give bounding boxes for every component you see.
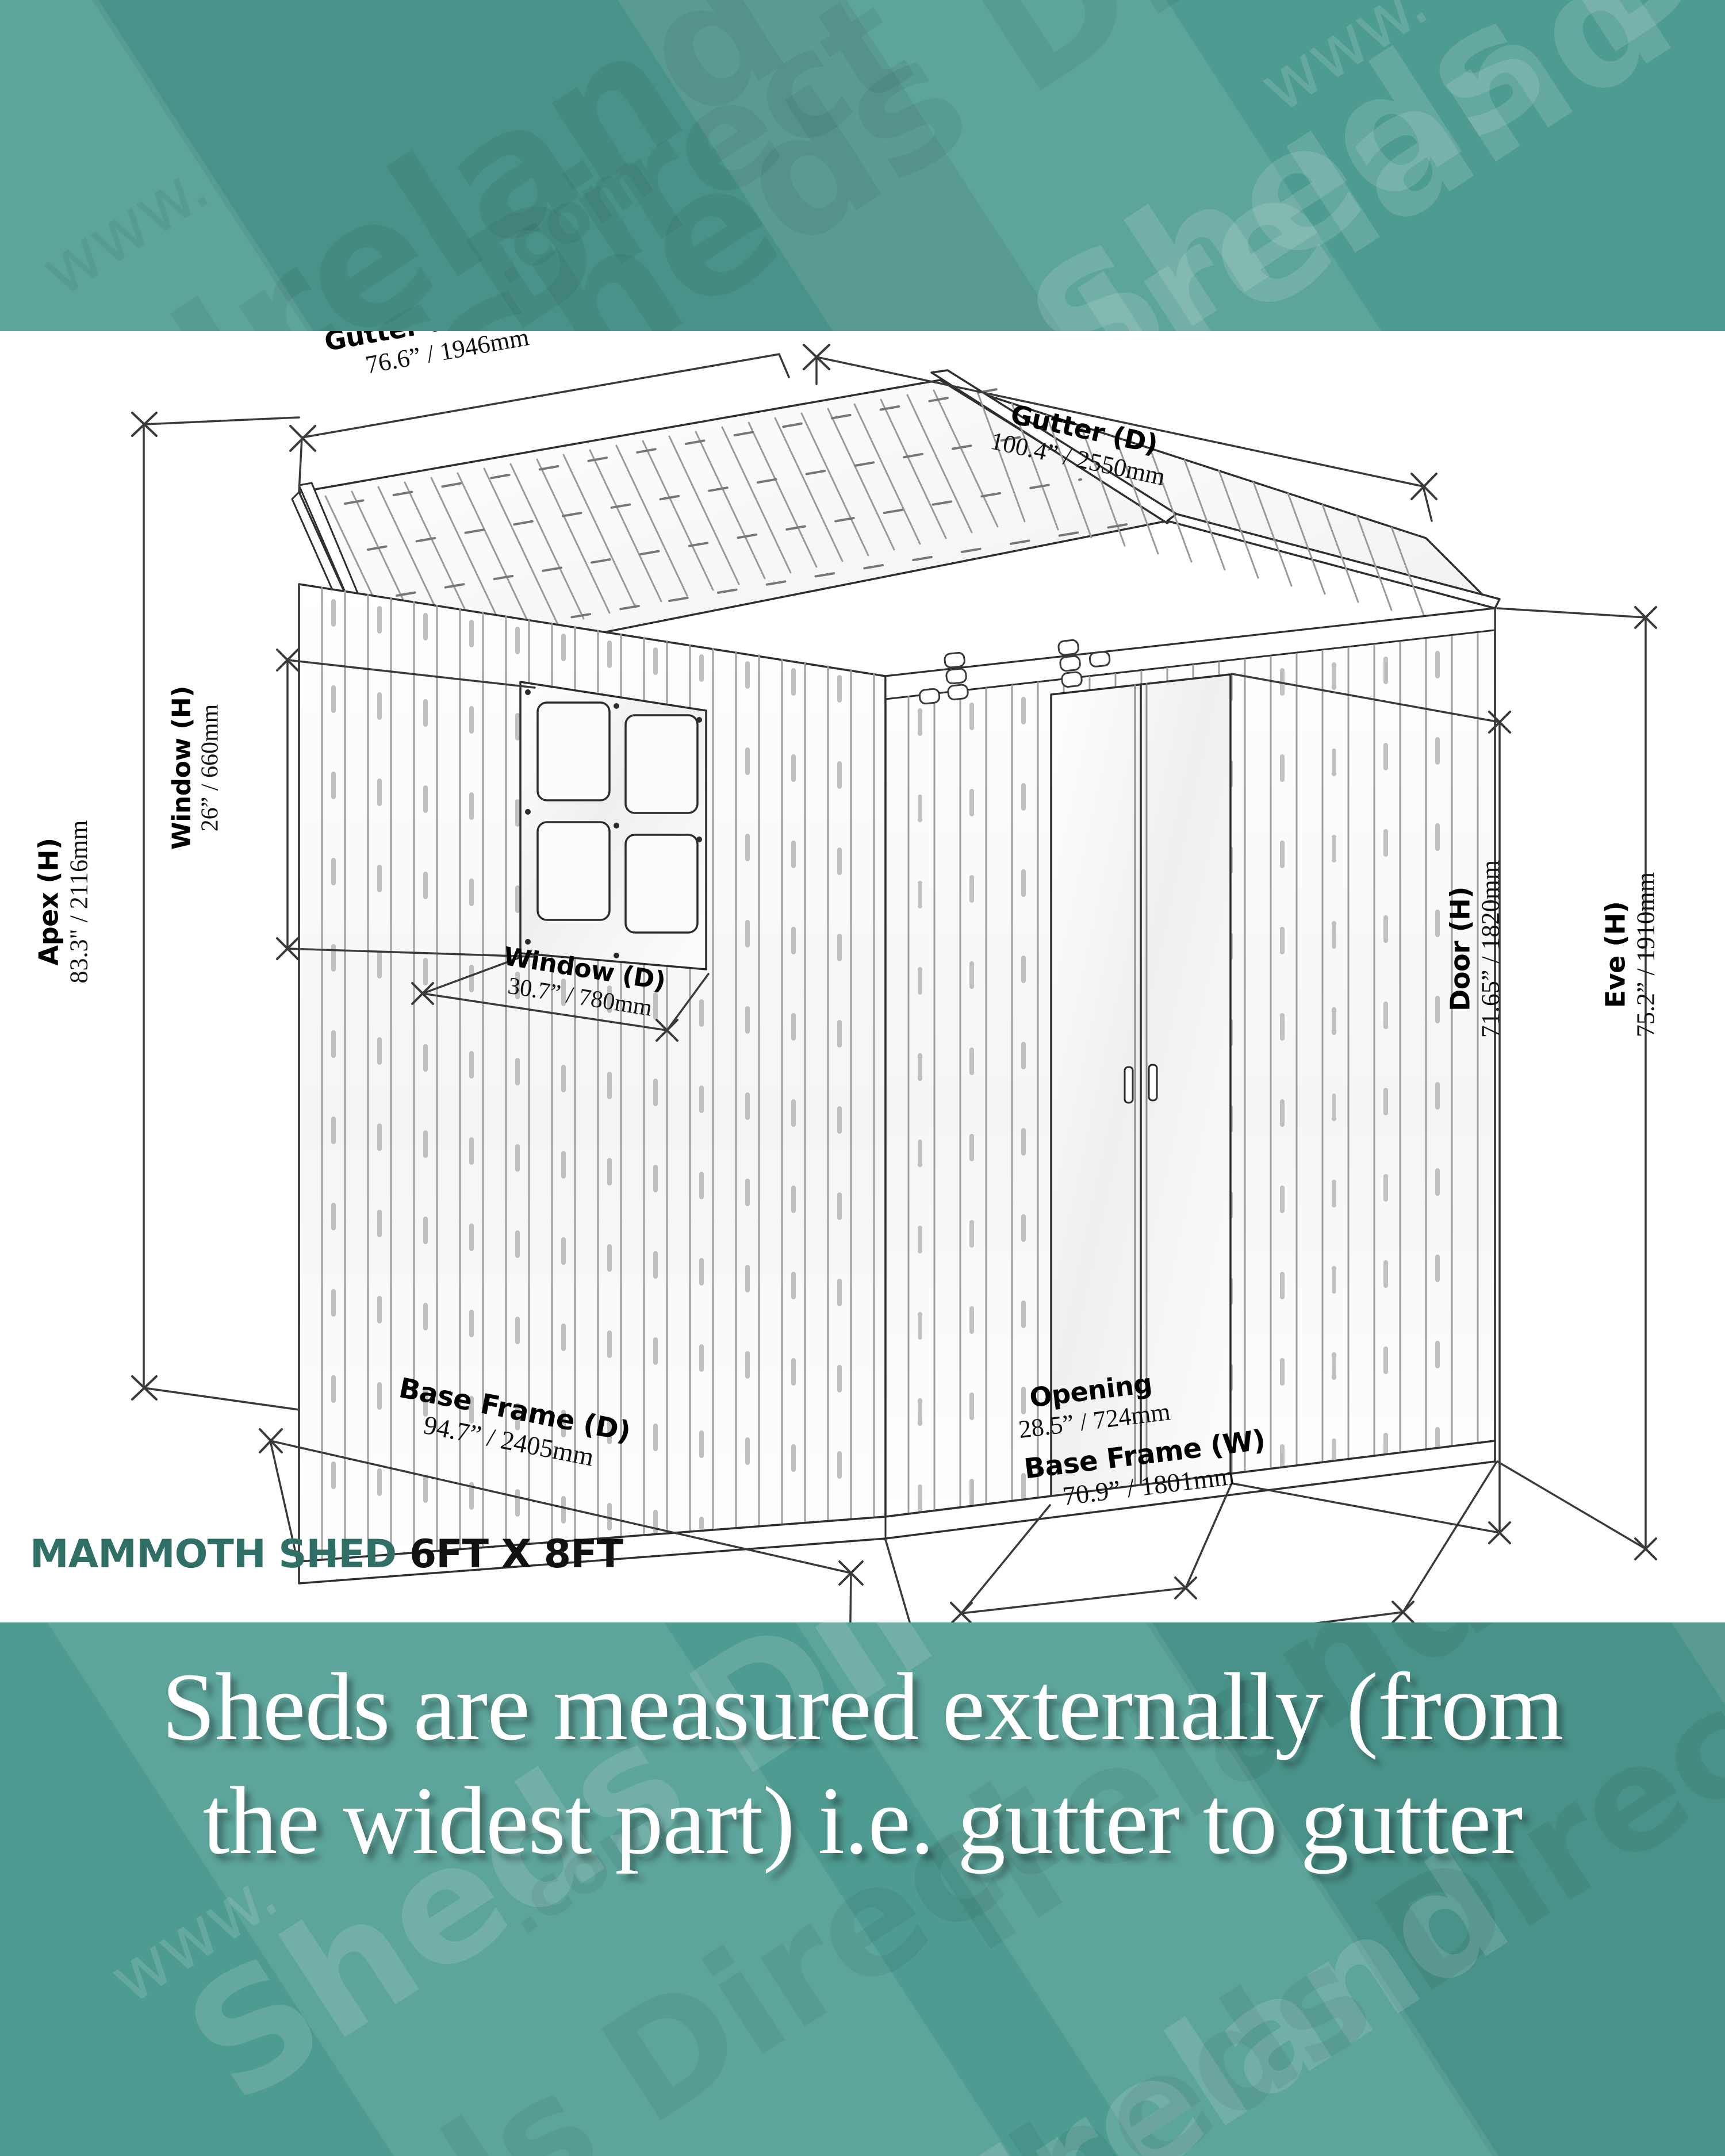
- dimension-eve-height: Eve (H) 75.2” / 1910mm: [1600, 759, 1661, 1150]
- product-brand-label: MAMMOTH SHED: [30, 1532, 409, 1577]
- product-size-label: 6FT X 8FT: [409, 1532, 623, 1577]
- shed-technical-drawing: [131, 344, 1657, 1622]
- dimension-apex-height: Apex (H) 83.3" / 2116mm: [33, 730, 94, 1075]
- dimension-window-height: Window (H) 26” / 660mm: [167, 624, 224, 912]
- measurement-note-line-2: the widest part) i.e. gutter to gutter: [202, 1767, 1523, 1875]
- dimension-door-height: Door (H) 71.65” / 1820mm: [1445, 759, 1505, 1139]
- dimension-label: Window (H): [167, 686, 197, 850]
- measurement-note-banner: Sheds are measured externally (from the …: [0, 1622, 1725, 2156]
- shed-dimension-diagram-panel: Gutter to Gutter 76.6” / 1946mm Gutter (…: [0, 331, 1725, 1622]
- dimension-label: Apex (H): [33, 838, 64, 966]
- gable-vent-group: [918, 639, 1111, 705]
- measurement-note-text: Sheds are measured externally (from the …: [0, 1650, 1725, 1878]
- dimension-value: 83.3" / 2116mm: [64, 820, 93, 984]
- dimension-value: 71.65” / 1820mm: [1476, 860, 1505, 1038]
- measurement-note-line-1: Sheds are measured externally (from: [162, 1654, 1563, 1760]
- dimension-label: Door (H): [1444, 887, 1476, 1011]
- dimension-label: Eve (H): [1600, 901, 1631, 1008]
- page-title: MAMMOTH SHED 6FT X 8FT: [30, 1532, 623, 1577]
- shed-door: [1050, 673, 1232, 1505]
- window-panel: [519, 681, 707, 970]
- dimension-value: 26” / 660mm: [197, 704, 224, 832]
- dimension-value: 75.2” / 1910mm: [1631, 872, 1660, 1038]
